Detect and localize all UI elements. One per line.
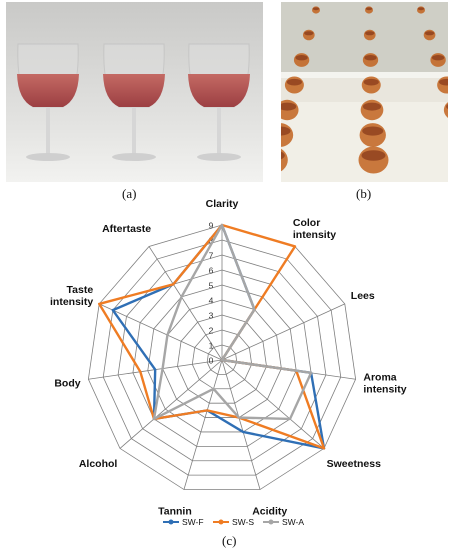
caption-a: (a) bbox=[122, 186, 137, 201]
tasting-glass bbox=[281, 123, 294, 147]
tasting-glass bbox=[361, 76, 381, 94]
tasting-glass bbox=[360, 99, 384, 121]
caption-c: (c) bbox=[222, 533, 237, 548]
caption-b: (b) bbox=[356, 186, 372, 201]
grid-ring bbox=[117, 254, 327, 462]
grid-ring bbox=[177, 314, 267, 404]
axis-label: Clarity bbox=[206, 198, 239, 210]
axis-spoke bbox=[221, 359, 261, 490]
grid-ring bbox=[162, 299, 282, 418]
legend-label: SW-F bbox=[182, 517, 204, 527]
tick-label: 9 bbox=[209, 221, 214, 231]
tick-label: 4 bbox=[209, 296, 214, 306]
wine-glass-1 bbox=[17, 43, 79, 161]
tasting-glass bbox=[417, 6, 425, 14]
tasting-glass bbox=[363, 29, 376, 41]
tick-label: 0 bbox=[209, 356, 214, 366]
tick-label: 7 bbox=[209, 251, 214, 261]
tasting-glass bbox=[293, 53, 310, 67]
tasting-glass bbox=[358, 146, 389, 174]
axis-spoke bbox=[119, 359, 223, 449]
tasting-glass bbox=[423, 29, 436, 41]
tick-label: 8 bbox=[209, 236, 214, 246]
tasting-glass bbox=[281, 148, 288, 172]
tick-label: 6 bbox=[209, 266, 214, 276]
axis-label: Tannin bbox=[158, 506, 192, 518]
tasting-glass bbox=[302, 29, 315, 41]
wine-glass-3 bbox=[188, 43, 250, 161]
tasting-glass bbox=[362, 53, 379, 67]
axis-label: intensity bbox=[293, 229, 336, 241]
series-line bbox=[152, 223, 313, 421]
tasting-glass bbox=[281, 99, 299, 121]
legend-label: SW-S bbox=[232, 517, 254, 527]
tick-label: 1 bbox=[209, 341, 214, 351]
axis-label: Alcohol bbox=[79, 458, 118, 470]
legend-marker bbox=[218, 519, 224, 525]
tasting-glass bbox=[430, 53, 446, 67]
axis-spoke bbox=[221, 359, 325, 449]
tasting-glasses-photo bbox=[281, 2, 448, 182]
wine-glasses-photo bbox=[6, 2, 263, 182]
grid-ring bbox=[102, 239, 342, 476]
axis-label: Lees bbox=[351, 290, 375, 302]
axis-spoke bbox=[183, 359, 223, 490]
axis-label: Sweetness bbox=[327, 458, 381, 470]
legend-marker bbox=[268, 519, 274, 525]
tasting-glass bbox=[443, 102, 448, 118]
grid-ring bbox=[132, 269, 312, 447]
legend-label: SW-A bbox=[282, 517, 304, 527]
axis-label: Aftertaste bbox=[102, 223, 151, 235]
axis-spoke bbox=[99, 303, 223, 361]
axis-label: Color bbox=[293, 217, 320, 229]
tasting-glass bbox=[312, 6, 320, 14]
tick-label: 3 bbox=[209, 311, 214, 321]
axis-label: Body bbox=[54, 377, 80, 389]
axis-spoke bbox=[221, 303, 345, 361]
tasting-glass bbox=[437, 76, 448, 94]
axis-label: Acidity bbox=[252, 506, 287, 518]
tick-label: 5 bbox=[209, 281, 214, 291]
axis-label: intensity bbox=[50, 296, 93, 308]
axis-label: Taste bbox=[67, 284, 94, 296]
grid-ring bbox=[147, 284, 297, 433]
axis-spoke bbox=[148, 246, 223, 361]
legend-marker bbox=[168, 519, 174, 525]
grid-ring bbox=[206, 344, 238, 375]
grid-ring bbox=[87, 224, 357, 490]
tick-label: 2 bbox=[209, 326, 214, 336]
tasting-glass bbox=[284, 76, 304, 94]
tasting-glass bbox=[365, 6, 373, 14]
axis-label: intensity bbox=[363, 383, 406, 395]
wine-glass-2 bbox=[103, 43, 165, 161]
grid-ring bbox=[191, 329, 253, 390]
tasting-glass bbox=[359, 123, 386, 147]
axis-label: Aroma bbox=[363, 371, 396, 383]
